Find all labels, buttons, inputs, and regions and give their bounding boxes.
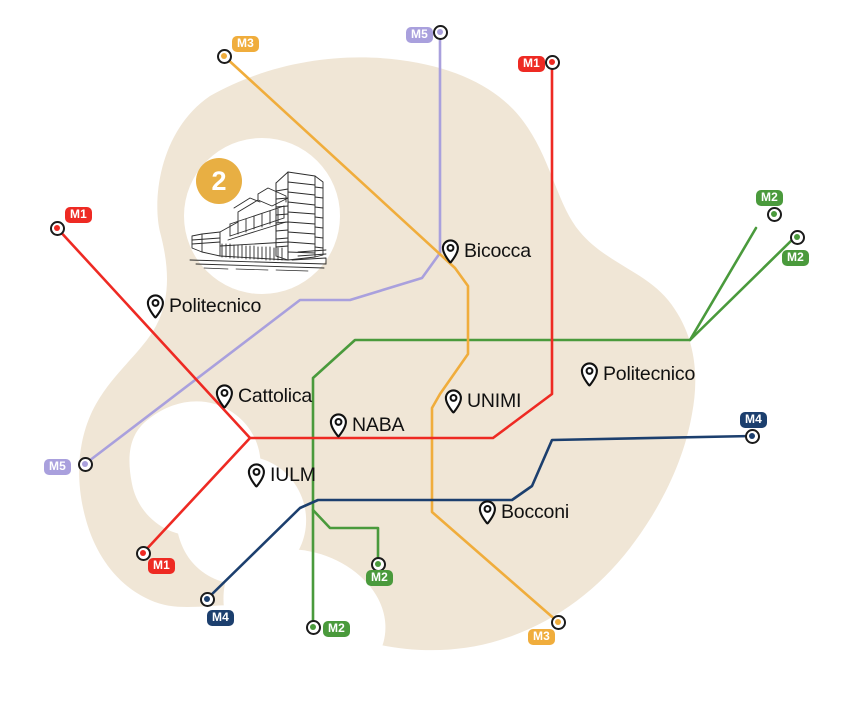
station-politecnico[interactable]: Politecnico [146,294,261,319]
station-label: UNIMI [467,389,522,412]
city-blob-inlet-bottom [223,548,386,687]
terminus-dot-core [549,59,555,65]
terminus-dot-m5[interactable] [77,456,93,472]
map-pin-icon [247,463,266,488]
terminus-dot-core [555,619,561,625]
line-badge-m2[interactable]: M2 [756,190,783,207]
station-bicocca[interactable]: Bicocca [441,239,531,264]
terminus-dot-m2[interactable] [305,619,321,635]
line-badge-m2[interactable]: M2 [782,250,809,267]
politecnico-building-sketch [176,156,344,278]
station-label: Politecnico [169,294,262,317]
map-pin-icon [580,362,599,387]
terminus-dot-m1[interactable] [49,220,65,236]
station-label: Politecnico [603,362,696,385]
terminus-dot-core [221,53,227,59]
station-iulm[interactable]: IULM [247,463,316,488]
station-label: NABA [352,413,405,436]
line-badge-m3[interactable]: M3 [232,36,259,53]
metro-line-m1-segment-1[interactable] [55,60,554,440]
line-badge-m1[interactable]: M1 [518,56,545,73]
terminus-dot-m1[interactable] [135,545,151,561]
station-label: Bicocca [464,239,531,262]
terminus-dot-core [54,225,60,231]
line-badge-m4[interactable]: M4 [207,610,234,627]
metro-line-m2-segment-2[interactable] [688,235,797,342]
terminus-dot-core [82,461,88,467]
map-pin-icon [444,389,463,414]
terminus-dot-core [771,211,777,217]
line-badge-m4[interactable]: M4 [740,412,767,429]
station-label: Bocconi [501,500,569,523]
line-badge-m2[interactable]: M2 [323,621,350,638]
station-cattolica[interactable]: Cattolica [215,384,312,409]
station-label: Cattolica [238,384,313,407]
count-chip-value: 2 [211,165,227,196]
line-badge-m1[interactable]: M1 [65,207,92,224]
terminus-dot-m2[interactable] [789,229,805,245]
station-label: IULM [270,463,316,486]
map-pin-icon [146,294,165,319]
terminus-dot-core [204,596,210,602]
station-unimi[interactable]: UNIMI [444,389,521,414]
terminus-dot-core [794,234,800,240]
station-bocconi[interactable]: Bocconi [478,500,569,525]
terminus-dot-m3[interactable] [550,614,566,630]
terminus-dot-m4[interactable] [744,428,760,444]
terminus-dot-m5[interactable] [432,24,448,40]
metro-line-m2-segment-3[interactable] [311,508,380,566]
terminus-dot-core [375,561,381,567]
station-naba[interactable]: NABA [329,413,405,438]
map-pin-icon [441,239,460,264]
metro-line-m1-segment-2[interactable] [141,436,252,555]
line-badge-m5[interactable]: M5 [406,27,433,44]
routes-layer [55,30,797,629]
line-badge-m1[interactable]: M1 [148,558,175,575]
map-pin-icon [329,413,348,438]
line-badge-m2[interactable]: M2 [366,570,393,587]
metro-line-m3-segment-1[interactable] [222,54,560,624]
illustration-count-chip: 2 [196,158,242,204]
terminus-dot-m1[interactable] [544,54,560,70]
map-pin-icon [478,500,497,525]
line-badge-m3[interactable]: M3 [528,629,555,646]
map-pin-icon [215,384,234,409]
landmass-layer [79,57,696,687]
station-politecnico2[interactable]: Politecnico [580,362,695,387]
terminus-dot-core [310,624,316,630]
terminus-dot-core [140,550,146,556]
terminus-dot-m2[interactable] [766,206,782,222]
metro-line-m5-segment-1[interactable] [83,30,442,466]
line-badge-m5[interactable]: M5 [44,459,71,476]
metro-line-m4-segment-1[interactable] [205,434,754,601]
terminus-dot-m4[interactable] [199,591,215,607]
terminus-dot-m3[interactable] [216,48,232,64]
terminus-dot-core [749,433,755,439]
terminus-dot-core [437,29,443,35]
